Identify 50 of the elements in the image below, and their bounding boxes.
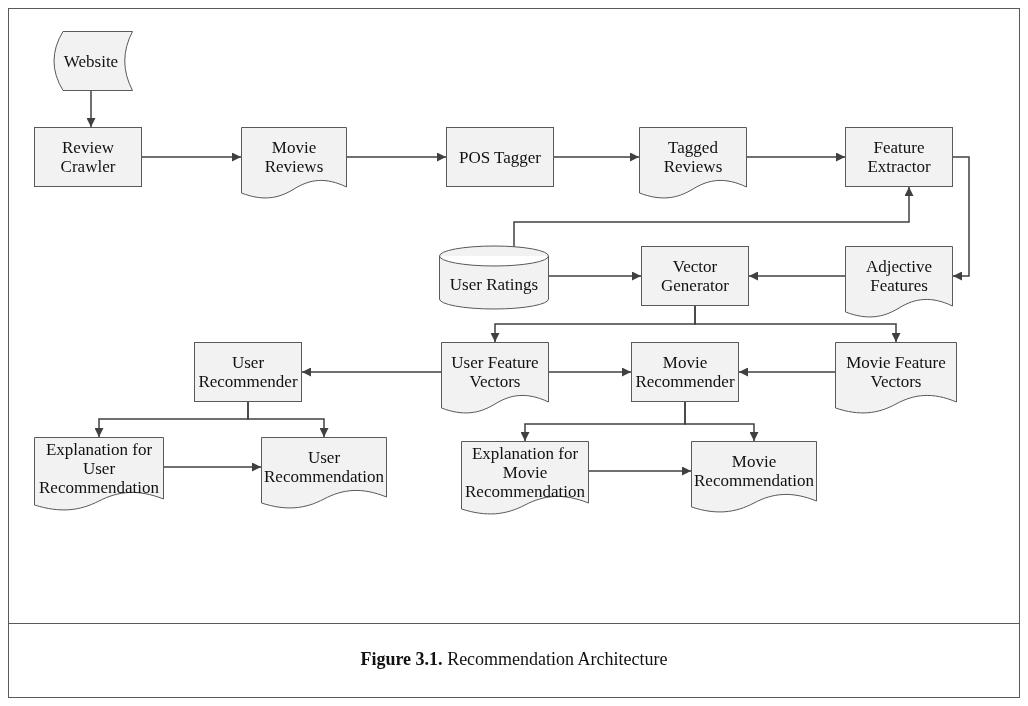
document-shape <box>441 342 549 416</box>
process-box <box>845 127 953 187</box>
node-label: User Recommender <box>197 353 299 391</box>
process-box <box>631 342 739 402</box>
node-label: Website <box>62 51 120 71</box>
process-box <box>446 127 554 187</box>
arrow <box>553 152 640 162</box>
arrow <box>548 367 632 377</box>
database-cylinder <box>439 246 549 309</box>
document-shape <box>835 342 957 416</box>
node-label: Movie Recommendation <box>693 452 815 490</box>
node-label: Movie Recommender <box>634 353 736 391</box>
node-label: Tagged Reviews <box>662 138 724 176</box>
node-label: POS Tagger <box>457 147 543 167</box>
arrow <box>746 152 846 162</box>
document-shape <box>461 441 589 517</box>
process-box <box>34 127 142 187</box>
document-shape <box>241 127 347 201</box>
arrow <box>738 367 836 377</box>
document-shape <box>639 127 747 201</box>
figure-caption: Figure 3.1. Recommendation Architecture <box>360 649 668 669</box>
process-box <box>641 246 749 306</box>
document-shape <box>34 437 164 513</box>
document-shape <box>261 437 387 511</box>
process-box <box>194 342 302 402</box>
node-label: Review Crawler <box>59 138 117 176</box>
arrow <box>548 271 642 281</box>
node-label: Adjective Features <box>864 257 934 295</box>
node-label: User Feature Vectors <box>450 353 540 391</box>
arrow <box>694 305 901 343</box>
node-label: User Recommendation <box>263 448 385 486</box>
node-label: Movie Reviews <box>263 138 325 176</box>
node-label: Feature Extractor <box>866 138 932 176</box>
node-label: Explanation for Movie Recommendation <box>464 443 586 501</box>
node-label: Movie Feature Vectors <box>845 353 947 391</box>
arrow <box>247 401 329 438</box>
arrow <box>588 466 692 476</box>
arrow <box>86 90 96 128</box>
arrow <box>346 152 447 162</box>
document-shape <box>845 246 953 320</box>
node-label: Explanation for User Recommendation <box>38 439 160 497</box>
arrow <box>163 462 262 472</box>
node-label: User Ratings <box>448 275 540 294</box>
arrow <box>952 156 970 281</box>
arrow <box>684 401 759 442</box>
node-label: Vector Generator <box>660 257 730 295</box>
document-shape <box>691 441 817 515</box>
arrow <box>748 271 846 281</box>
arrow <box>141 152 242 162</box>
arrow <box>301 367 442 377</box>
